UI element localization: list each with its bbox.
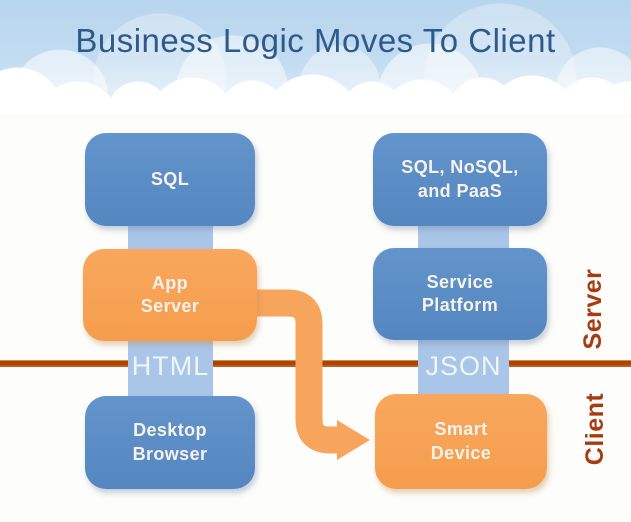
page-title: Business Logic Moves To Client [75, 22, 556, 59]
sql-box: SQL [85, 133, 255, 226]
right-bottom-connector [418, 335, 509, 399]
app-server-box-label: App Server [140, 272, 200, 316]
server-side-label: Server [579, 268, 607, 350]
client-side-label: Client [581, 392, 609, 466]
desktop-browser-box: Desktop Browser [85, 396, 255, 489]
app-server-box: App Server [83, 249, 257, 341]
service-platform-box-label: Service Platform [421, 271, 499, 315]
service-platform-box: Service Platform [373, 248, 547, 340]
sql-nosql-paas-box-label: SQL, NoSQL, and PaaS [401, 157, 519, 201]
json-protocol-label: JSON [425, 351, 502, 381]
smart-device-box: Smart Device [375, 394, 547, 489]
html-protocol-label: HTML [131, 351, 210, 381]
sql-box-label: SQL [150, 168, 190, 189]
desktop-browser-box-label: Desktop Browser [132, 420, 208, 464]
sky-cloud-band [0, 0, 631, 114]
server-client-divider-line [0, 360, 631, 367]
left-bottom-connector [128, 335, 213, 401]
sql-nosql-paas-box: SQL, NoSQL, and PaaS [373, 133, 547, 226]
smart-device-box-label: Smart Device [430, 419, 492, 463]
